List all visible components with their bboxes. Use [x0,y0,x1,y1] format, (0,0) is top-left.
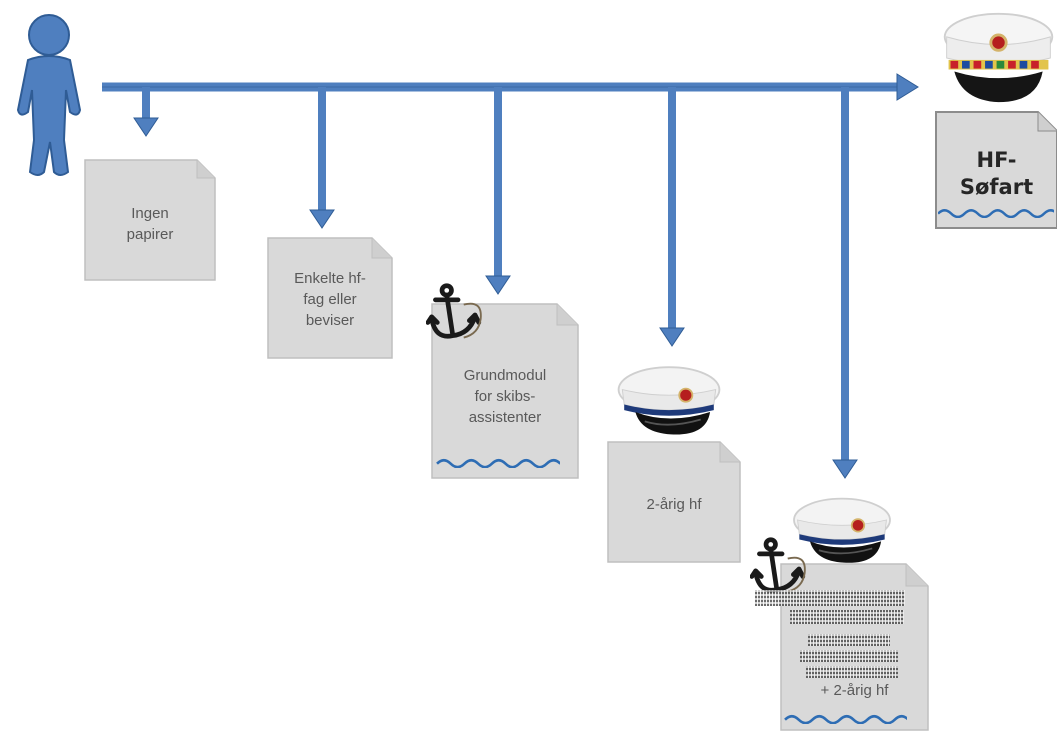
student-cap-icon [617,366,721,436]
label-kombination: + 2-årig hf [820,682,889,699]
branch-arrow-enkelte-hf-fag [309,87,335,229]
label-ingen-papirer: Ingen papirer [126,205,174,243]
obscured-text [800,650,898,662]
document-hf-sofart [935,111,1057,229]
document-ingen-papirer [84,159,216,281]
fold-ingen-papirer [196,160,215,179]
label-2-arig-hf: 2-årig hf [646,496,702,513]
person-icon [16,14,82,176]
branch-arrow-grundmodul [485,87,511,295]
maritime-cap-icon [943,12,1054,104]
label-grundmodul: Grundmodul for skibs- assistenter [463,367,547,426]
fold-kombination [905,564,928,587]
label-hf-sofart: HF- Søfart [959,148,1034,199]
fold-grundmodul [556,304,578,326]
obscured-text [790,610,904,624]
fold-hf-sofart [1037,112,1057,132]
document-enkelte-hf-fag [267,237,393,359]
document-grundmodul [431,303,579,479]
branch-arrow-ingen-papirer [133,87,159,137]
obscured-text [806,666,898,678]
obscured-text [755,590,905,606]
obscured-text [808,634,890,646]
student-cap-icon [793,497,891,564]
document-2-arig-hf [607,441,741,563]
document-kombination [780,563,929,731]
fold-2-arig-hf [719,442,740,463]
branch-arrow-kombination [832,87,858,479]
branch-arrow-2-arig-hf [659,87,685,347]
label-enkelte-hf-fag: Enkelte hf- fag eller beviser [294,270,366,329]
main-timeline-arrow [102,73,919,101]
fold-enkelte-hf-fag [371,238,392,259]
